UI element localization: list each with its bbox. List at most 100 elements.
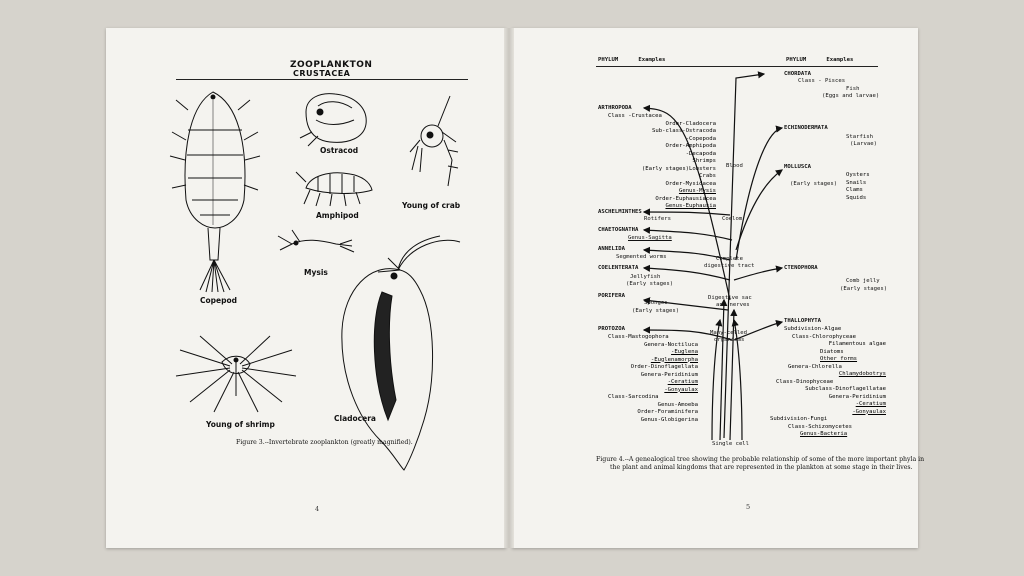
chaetognatha-name: CHAETOGNATHA	[598, 227, 639, 233]
porifera-name: PORIFERA	[598, 293, 625, 299]
coelenterata-name: COELENTERATA	[598, 265, 639, 271]
trunk-single-cell-label: Single cell	[712, 441, 750, 447]
mollusca-example: Oysters	[846, 172, 870, 178]
thallophyta-example: -Gonyaulax	[852, 408, 886, 415]
chordata-example: Fish	[846, 86, 860, 92]
protozoa-example: -Euglena	[671, 349, 698, 355]
protozoa-example: -Euglenamorpha	[650, 356, 698, 363]
thallophyta-example: -Ceratium	[855, 401, 886, 407]
protozoa-name: PROTOZOA	[598, 326, 625, 332]
annelida-example: Segmented worms	[616, 254, 667, 260]
protozoa-example: -Ceratium	[667, 379, 698, 385]
arthropoda-example: Class -Crustacea	[608, 113, 662, 119]
right-page	[512, 28, 918, 548]
aschelminthes-example: Rotifers	[644, 216, 671, 222]
thallophyta-example: Filamentous algae	[828, 341, 886, 347]
thallophyta-example: Subclass-Dinoflagellatae	[805, 386, 886, 392]
arthropoda-example: Shrimps	[692, 158, 716, 164]
thallophyta-example: Class-Chlorophyceae	[792, 333, 856, 340]
coelenterata-example: Jellyfish	[630, 274, 661, 280]
ostracod-label: Ostracod	[320, 146, 359, 155]
cladocera-label: Cladocera	[334, 414, 376, 423]
arthropoda-example: Genus-Euphausia	[665, 203, 716, 209]
arthropoda-example: Order-Cladocera	[665, 120, 716, 127]
title-rule	[176, 79, 468, 80]
mysis-illustration	[277, 229, 355, 253]
thallophyta-examples: Subdivision-Algae Class-Chlorophyceae Fi…	[770, 326, 886, 439]
arthropoda-example: Sub-class-Ostracoda	[652, 128, 716, 134]
left-page-number: 4	[315, 505, 320, 513]
thallophyta-name: THALLOPHYTA	[784, 318, 822, 324]
mollusca-example: (Early stages)	[790, 181, 838, 187]
thallophyta-example: Subdivision-Algae	[784, 326, 842, 332]
right-page-number: 5	[746, 503, 751, 511]
figure-4-caption-line1: Figure 4.--A genealogical tree showing t…	[596, 456, 925, 463]
young-of-crab-label: Young of crab	[402, 201, 461, 210]
thallophyta-example: Chlamydobotrys	[838, 371, 886, 377]
arthropoda-example: Genus-Mysis	[678, 188, 716, 194]
coelenterata-example: (Early stages)	[626, 281, 674, 287]
ctenophora-name: CTENOPHORA	[784, 265, 818, 271]
chordata-example: (Eggs and larvae)	[822, 93, 880, 99]
chaetognatha-example: Genus-Sagitta	[628, 235, 672, 241]
echinodermata-example: Starfish	[846, 134, 873, 140]
young-of-crab-illustration	[409, 95, 459, 187]
porifera-example: (Early stages)	[632, 308, 680, 314]
figure-4-caption-line2: the plant and animal kingdoms that are r…	[610, 464, 913, 471]
annelida-name: ANNELIDA	[598, 246, 625, 252]
trunk-digestive-sac-label: Digestive sac	[708, 295, 752, 301]
arthropoda-example: Order-Amphipoda	[665, 143, 716, 149]
amphipod-illustration	[295, 171, 373, 207]
header-phylum-left: PHYLUM Examples	[598, 57, 666, 63]
ostracod-illustration	[299, 93, 367, 147]
thallophyta-example: Other forms	[820, 356, 858, 362]
trunk-many-celled-label: Many-celled	[710, 330, 748, 336]
trunk-coelom-label: Coelom	[722, 216, 743, 222]
mollusca-name: MOLLUSCA	[784, 164, 811, 170]
thallophyta-example: Class-Schizomycetes	[788, 423, 852, 430]
young-of-shrimp-label: Young of shrimp	[206, 420, 275, 429]
protozoa-example: Order-Foraminifera	[637, 409, 698, 415]
ctenophora-example: Comb jelly	[846, 278, 880, 284]
crustacea-subtitle: CRUSTACEA	[293, 69, 351, 78]
porifera-example: Sponges	[644, 300, 668, 306]
trunk-organisms-label: organisms	[714, 337, 745, 343]
echinodermata-example: (Larvae)	[850, 141, 877, 147]
echinodermata-name: ECHINODERMATA	[784, 125, 828, 131]
header-rule	[596, 66, 878, 67]
arthropoda-name: ARTHROPODA	[598, 105, 632, 111]
thallophyta-example: Class-Dinophyceae	[776, 378, 834, 385]
protozoa-example: Genus-Amoeba	[657, 401, 698, 408]
cladocera-illustration	[341, 235, 461, 471]
thallophyta-example: Genera-Chlorella	[788, 363, 842, 370]
copepod-label: Copepod	[200, 296, 238, 305]
arthropoda-example: (Early stages)Lobsters	[641, 165, 716, 172]
ctenophora-example: (Early stages)	[840, 286, 888, 292]
copepod-illustration	[169, 91, 261, 293]
arthropoda-example: -Decapoda	[685, 150, 716, 157]
mollusca-example: Clams	[846, 187, 863, 193]
trunk-blood-label: Blood	[726, 163, 743, 169]
protozoa-example: Order-Dinoflagellata	[630, 364, 698, 370]
zooplankton-title: ZOOPLANKTON	[290, 60, 373, 70]
young-of-shrimp-illustration	[175, 335, 297, 413]
protozoa-example: Class-Sarcodina	[608, 394, 659, 400]
arthropoda-example: Crabs	[699, 173, 716, 179]
thallophyta-example: Diatoms	[820, 348, 844, 355]
book-gutter	[504, 28, 514, 548]
trunk-complete-label: Complete	[716, 256, 743, 262]
mollusca-example: Snails	[846, 179, 867, 186]
thallophyta-example: Genera-Peridinium	[828, 393, 886, 400]
protozoa-example: -Gonyaulax	[664, 386, 698, 393]
thallophyta-example: Genus-Bacteria	[800, 431, 848, 437]
chordata-example: Class - Pisces	[798, 78, 846, 84]
chordata-name: CHORDATA	[784, 71, 811, 77]
mysis-label: Mysis	[304, 268, 328, 277]
protozoa-example: Genera-Peridinium	[640, 371, 698, 378]
mollusca-examples: Oysters Snails Clams Squids	[846, 172, 870, 202]
aschelminthes-name: ASCHELMINTHES	[598, 209, 642, 215]
header-phylum-right: PHYLUM Examples	[786, 57, 854, 63]
trunk-and-nerves-label: and nerves	[716, 302, 750, 308]
